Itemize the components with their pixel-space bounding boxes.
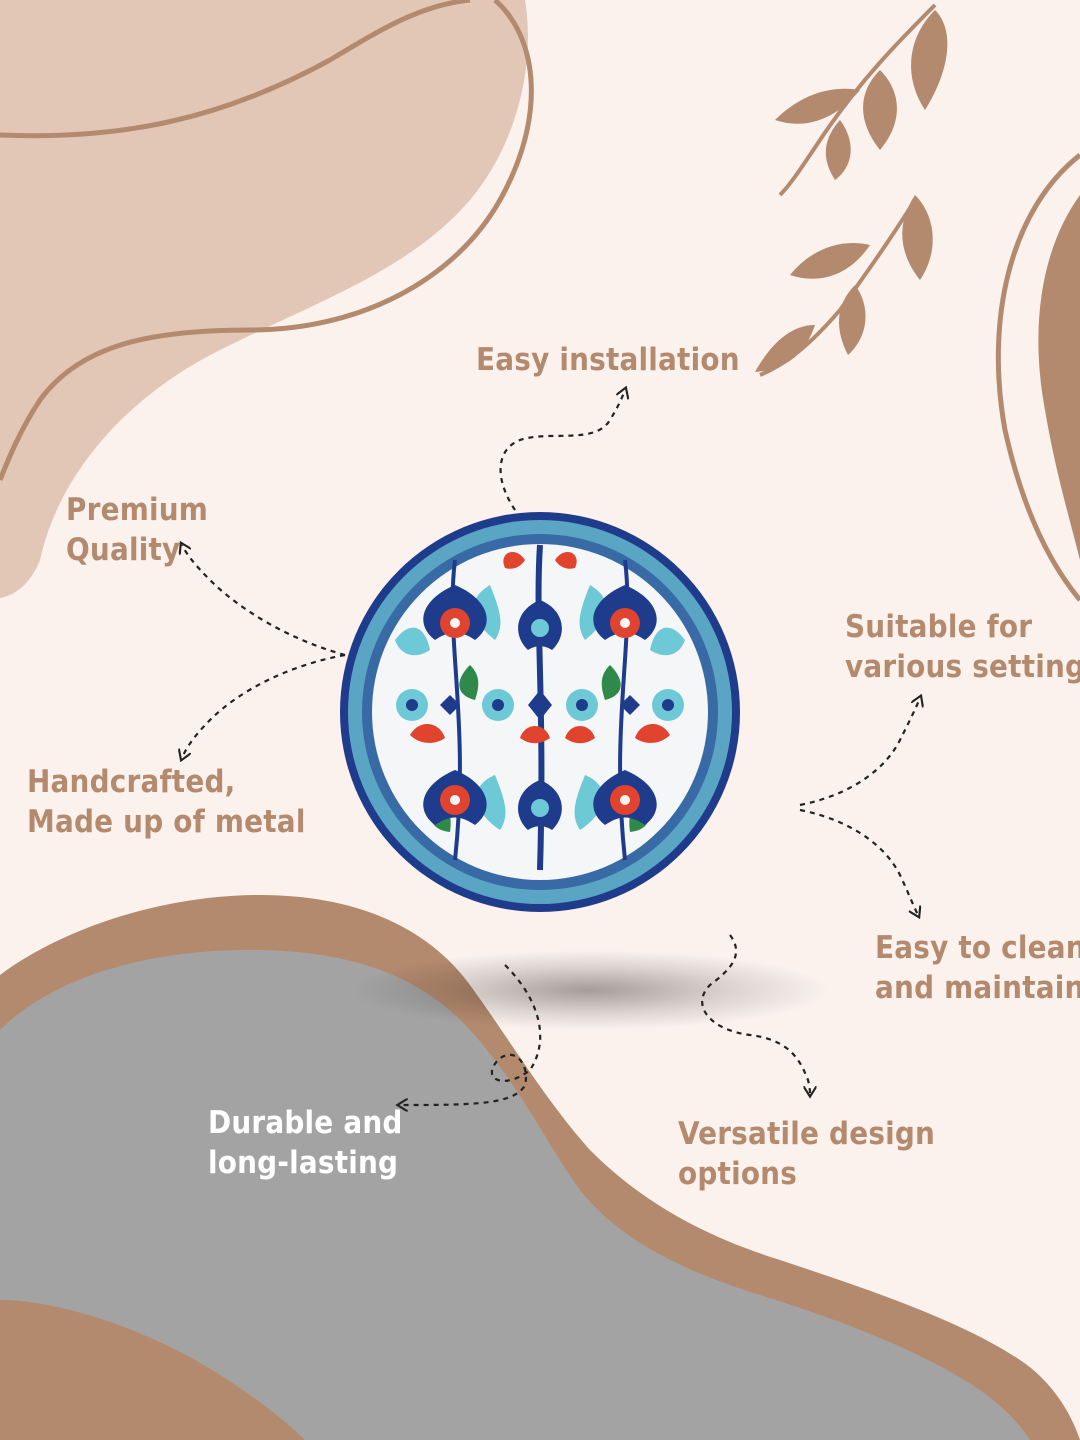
blob-top-left bbox=[0, 0, 528, 598]
line-top-left-2 bbox=[0, 0, 534, 481]
blob-bottom-left-corner bbox=[0, 1300, 305, 1440]
feature-line: Handcrafted, bbox=[27, 764, 236, 800]
arrow-versatile bbox=[701, 934, 810, 1094]
arrow-easy-clean bbox=[799, 808, 918, 915]
feature-line: Made up of metal bbox=[27, 804, 306, 840]
feature-line: options bbox=[678, 1156, 798, 1192]
feature-label-versatile: Versatile design options bbox=[678, 1114, 935, 1194]
feature-label-easy-installation: Easy installation bbox=[476, 340, 740, 380]
feature-line: Quality bbox=[66, 532, 181, 568]
feature-line: Premium bbox=[66, 492, 209, 528]
feature-label-premium-quality: Premium Quality bbox=[66, 490, 208, 570]
arrow-easy-installation bbox=[499, 390, 625, 511]
plate-shadow bbox=[350, 950, 830, 1030]
feature-line: and maintain bbox=[875, 970, 1080, 1006]
leaf-branch-icon bbox=[755, 3, 948, 377]
feature-line: Versatile design bbox=[678, 1116, 936, 1152]
blob-bottom-grey bbox=[0, 950, 1030, 1440]
feature-label-handcrafted: Handcrafted, Made up of metal bbox=[27, 762, 306, 842]
floral-decorative-plate-icon bbox=[340, 512, 740, 912]
feature-line: Suitable for bbox=[845, 609, 1033, 645]
feature-line: Easy to clean bbox=[875, 930, 1080, 966]
feature-label-easy-clean: Easy to clean and maintain bbox=[875, 928, 1080, 1008]
feature-label-durable: Durable and long-lasting bbox=[208, 1103, 403, 1183]
feature-line: Durable and bbox=[208, 1105, 403, 1141]
arrow-suitable-settings bbox=[799, 698, 920, 807]
feature-line: long-lasting bbox=[208, 1145, 399, 1181]
feature-line: various settings bbox=[845, 649, 1080, 685]
feature-label-suitable-settings: Suitable for various settings bbox=[845, 607, 1080, 687]
feature-line: Easy installation bbox=[476, 342, 740, 378]
arc-right-line bbox=[995, 153, 1080, 602]
arrow-handcrafted bbox=[182, 653, 346, 758]
arrow-premium-quality bbox=[182, 545, 346, 657]
arrows bbox=[182, 390, 920, 1105]
line-top-left-1 bbox=[0, 0, 471, 139]
arc-right-fill bbox=[1038, 195, 1080, 560]
